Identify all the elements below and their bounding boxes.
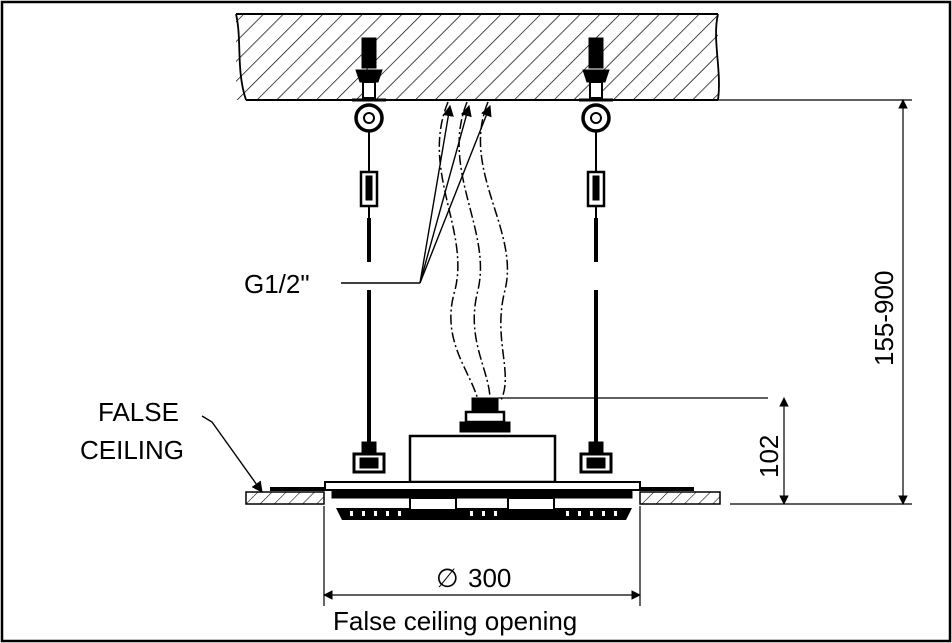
dimension-suspension xyxy=(718,99,912,505)
ceiling-plate xyxy=(270,481,694,499)
shower-head xyxy=(336,497,632,520)
fitting-leader xyxy=(341,104,492,284)
ceiling-slab xyxy=(235,13,720,101)
dimension-diameter xyxy=(323,506,641,606)
fitting-label: G1/2" xyxy=(244,269,310,299)
right-hanger xyxy=(579,37,613,474)
dimension-suspension-label: 155-900 xyxy=(869,271,899,366)
false-ceiling-label-line2: CEILING xyxy=(80,435,184,465)
opening-caption: False ceiling opening xyxy=(333,606,577,636)
shower-body xyxy=(408,434,557,484)
inlet-fitting xyxy=(459,397,768,433)
left-hanger xyxy=(352,37,386,474)
false-ceiling xyxy=(245,491,721,505)
dimension-diameter-label: 300 xyxy=(468,563,511,593)
diameter-symbol: ∅ xyxy=(436,563,459,593)
flexible-hoses xyxy=(438,101,509,403)
dimension-body-height-label: 102 xyxy=(754,435,784,478)
false-ceiling-leader xyxy=(201,415,263,493)
false-ceiling-label-line1: FALSE xyxy=(98,397,179,427)
